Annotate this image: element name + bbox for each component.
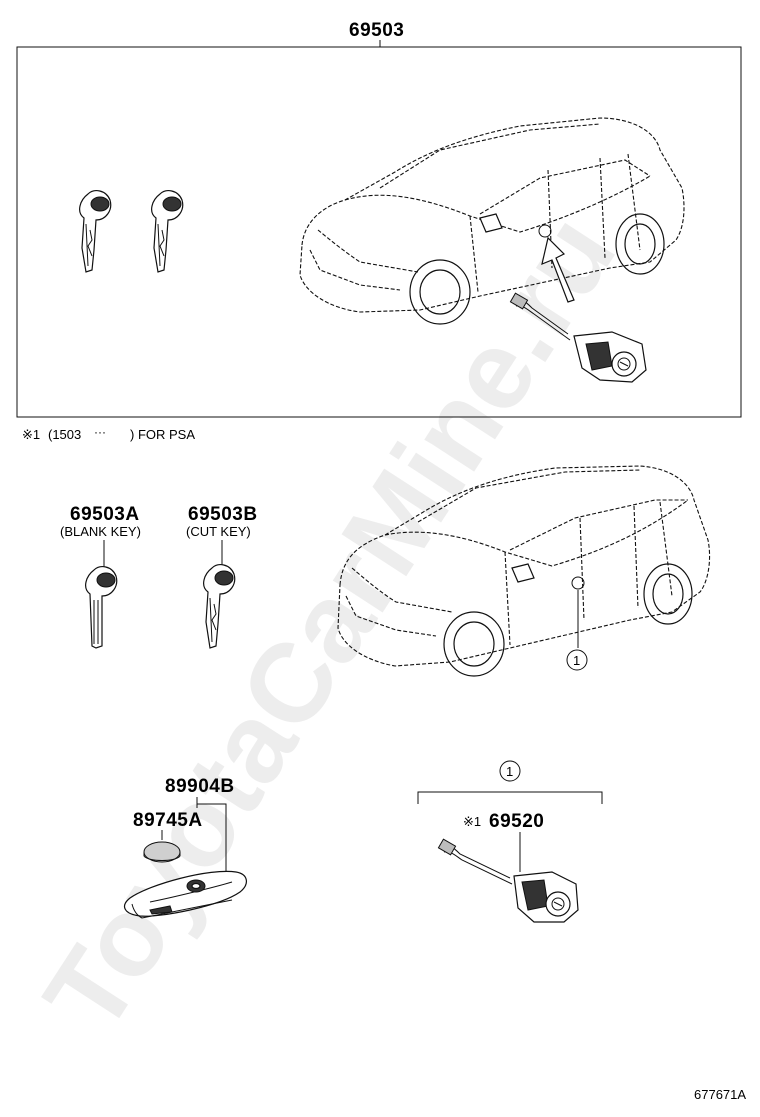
cylinder-footnote-mark: ※1: [463, 814, 481, 829]
blank-key-part-number[interactable]: 69503A: [70, 504, 140, 525]
smart-key-fob-icon: [123, 870, 247, 919]
door-callout-circle: [566, 649, 588, 671]
kit-key-right-icon: [151, 190, 184, 273]
footnote-range: (1503: [48, 427, 81, 442]
cut-key-icon: [203, 564, 236, 649]
drawing-id: 677671A: [694, 1087, 746, 1102]
cylinder-callout-number[interactable]: 1: [506, 764, 513, 779]
smart-key-part-number[interactable]: 89904B: [165, 776, 235, 797]
cylinder-callout-circle: [499, 760, 521, 782]
battery-icon: [143, 841, 181, 863]
vehicle-car-drawing: [337, 465, 711, 677]
footnote-dash: ···: [94, 425, 106, 439]
kit-car-drawing: [299, 117, 685, 325]
cylinder-bracket: [417, 791, 603, 804]
lock-cylinder-icon: [437, 838, 579, 923]
battery-part-number[interactable]: 89745A: [133, 810, 203, 831]
footnote-mark: ※1: [22, 427, 40, 442]
smart-key-leader-line: [196, 797, 227, 872]
kit-key-left-icon: [79, 190, 112, 273]
blank-key-icon: [85, 566, 118, 649]
cylinder-part-number[interactable]: 69520: [489, 811, 544, 832]
door-callout-number[interactable]: 1: [573, 653, 580, 668]
kit-lock-cylinder-icon: [509, 292, 647, 383]
footnote-applicability: ) FOR PSA: [130, 427, 195, 442]
kit-part-number[interactable]: 69503: [349, 20, 404, 41]
cut-key-description: (CUT KEY): [186, 524, 251, 539]
kit-frame: [16, 46, 742, 418]
blank-key-description: (BLANK KEY): [60, 524, 141, 539]
cut-key-part-number[interactable]: 69503B: [188, 504, 258, 525]
